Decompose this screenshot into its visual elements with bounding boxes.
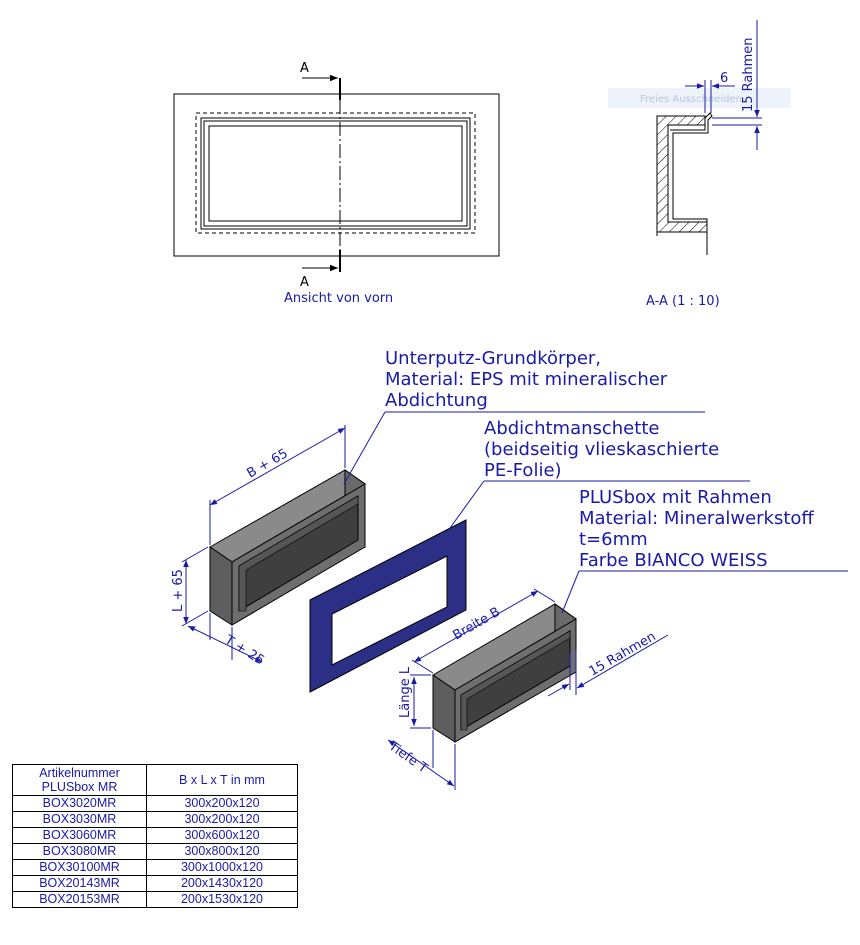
callout-manschette-line3: PE-Folie)	[484, 460, 562, 481]
dimension-cell: 200x1430x120	[146, 875, 298, 892]
section-marker-bottom: A	[300, 275, 309, 290]
callout-manschette: Abdichtmanschette (beidseitig vlieskasch…	[449, 418, 750, 529]
grundkoerper-left	[209, 546, 233, 626]
ghost-label-box	[608, 88, 791, 108]
dim-b65-label: B + 65	[245, 446, 291, 481]
front-frame-line-1	[200, 117, 471, 230]
front-opening	[208, 125, 463, 222]
callout-plusbox: PLUSbox mit Rahmen Material: Mineralwerk…	[561, 487, 848, 614]
callout-plusbox-line1: PLUSbox mit Rahmen	[579, 487, 772, 508]
callout-plusbox-line2: Material: Mineralwerkstoff	[579, 508, 814, 529]
dim-laenge-label: Länge L	[398, 666, 413, 718]
callout-grundkoerper-line3: Abdichtung	[385, 390, 488, 411]
header-article-number: Artikelnummer PLUSbox MR	[12, 764, 147, 796]
dimension-cell: 200x1530x120	[146, 891, 298, 908]
callout-manschette-line2: (beidseitig vlieskaschierte	[484, 439, 719, 460]
front-dashed-outline	[195, 112, 476, 234]
article-number-cell: BOX20143MR	[12, 875, 147, 892]
parts-table-header: Artikelnummer PLUSbox MR B x L x T in mm	[12, 764, 298, 796]
article-number-cell: BOX20153MR	[12, 891, 147, 908]
section-box-profile	[670, 112, 713, 222]
article-number-cell: BOX3060MR	[12, 827, 147, 844]
dim-t25-label: T + 25	[221, 632, 267, 668]
callout-plusbox-line3: t=6mm	[579, 529, 648, 550]
dim-15-rahmen-label: 15 Rahmen	[741, 37, 756, 112]
dimension-cell: 300x800x120	[146, 843, 298, 860]
dimension-cell: 300x200x120	[146, 811, 298, 828]
article-number-cell: BOX3080MR	[12, 843, 147, 860]
callout-plusbox-line4: Farbe BIANCO WEISS	[579, 550, 768, 571]
dimension-cell: 300x600x120	[146, 827, 298, 844]
dimension-cell: 300x1000x120	[146, 859, 298, 876]
dim-6-label: 6	[720, 71, 728, 86]
ghost-label: Freies Ausschneiden	[640, 94, 742, 105]
front-outer-frame	[173, 93, 500, 257]
dimension-cell: 300x200x120	[146, 795, 298, 812]
article-number-cell: BOX3020MR	[12, 795, 147, 812]
header-dimensions: B x L x T in mm	[146, 764, 298, 796]
dim-rahmen-label: 15 Rahmen	[587, 629, 659, 679]
header-article-number-line1: Artikelnummer	[39, 766, 120, 780]
article-number-cell: BOX3030MR	[12, 811, 147, 828]
dim-tiefe-label: Tiefe T	[385, 738, 430, 776]
callout-manschette-line1: Abdichtmanschette	[484, 418, 659, 439]
article-number-cell: BOX30100MR	[12, 859, 147, 876]
section-caption: A-A (1 : 10)	[646, 294, 720, 309]
section-marker-top: A	[300, 61, 309, 76]
parts-table: Artikelnummer PLUSbox MR B x L x T in mm…	[12, 764, 298, 908]
plusbox-left	[432, 674, 456, 743]
header-article-number-line2: PLUSbox MR	[41, 780, 118, 794]
section-view: Freies Ausschneiden 6 15 Rahmen A-A (1 :…	[608, 20, 791, 309]
front-view: A A Ansicht von vorn	[173, 61, 500, 306]
front-view-caption: Ansicht von vorn	[284, 291, 393, 306]
callout-grundkoerper-line1: Unterputz-Grundkörper,	[385, 348, 601, 369]
dim-l65-label: L + 65	[171, 569, 186, 612]
plusbox-iso: Breite B Länge L Tiefe T 15 Rahmen	[385, 588, 669, 790]
grundkoerper-iso: B + 65 L + 65 T + 25	[171, 425, 366, 669]
front-frame-line-2	[203, 120, 468, 227]
callout-grundkoerper-line2: Material: EPS mit mineralischer	[385, 369, 668, 390]
callout-grundkoerper: Unterputz-Grundkörper, Material: EPS mit…	[343, 348, 705, 485]
